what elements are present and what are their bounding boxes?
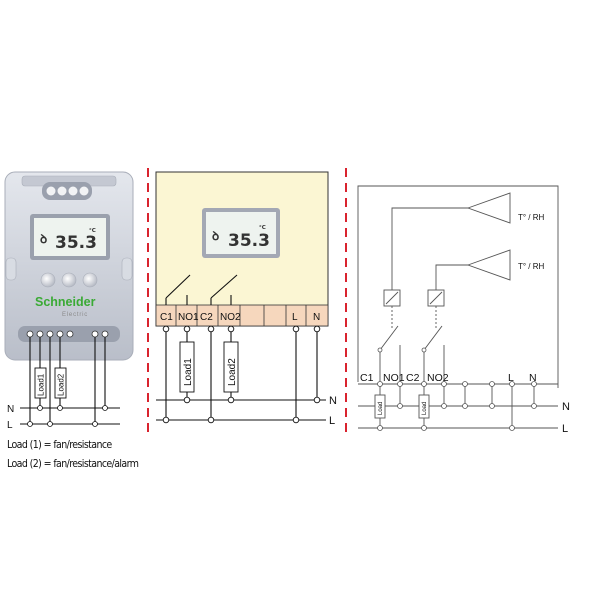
- schematic-load1-label: Load: [378, 402, 384, 415]
- device-display-value: 35.3: [55, 233, 97, 253]
- block-terminal-n: N: [313, 312, 320, 323]
- block-supply-l: L: [329, 415, 335, 427]
- sensor2-amplifier: [466, 249, 511, 281]
- schematic-terminal-no2: NO2: [427, 372, 449, 384]
- schematic-supply-n: N: [562, 401, 570, 413]
- supply-n-label: N: [7, 404, 14, 415]
- schematic-terminal-c2: C2: [406, 372, 420, 384]
- block-lcd: [206, 212, 276, 254]
- block-supply-n: N: [329, 395, 337, 407]
- schematic-frame: [357, 185, 559, 388]
- fan-icon: ꝺ: [40, 232, 47, 246]
- block-fan-icon: ꝺ: [212, 229, 219, 243]
- led-strip: [42, 182, 92, 200]
- block-terminal-row: [155, 304, 329, 327]
- block-load2-box: [223, 341, 239, 393]
- device-display-unit: °C: [89, 228, 96, 234]
- load1-label: Load1: [37, 373, 46, 396]
- block-display-value: 35.3: [228, 231, 270, 251]
- panel-schematic: T° / RH T° / RH: [357, 185, 570, 435]
- sensor2-label: T° / RH: [518, 262, 545, 271]
- block-terminal-c1: C1: [160, 312, 173, 323]
- brand-sub: Electric: [62, 312, 88, 318]
- block-load2-label: Load2: [227, 358, 238, 386]
- note-load1: Load (1) = fan/resistance: [7, 439, 112, 451]
- block-display-unit: °C: [259, 225, 266, 231]
- block-terminal-no2: NO2: [220, 312, 241, 323]
- load1-box: [34, 367, 47, 399]
- lcd-screen: [34, 218, 106, 256]
- block-terminal-l: L: [292, 312, 298, 323]
- block-load1-box: [179, 341, 195, 393]
- schematic-load1-box: [374, 394, 386, 419]
- load2-label: Load2: [57, 373, 66, 396]
- button-right[interactable]: [82, 272, 98, 288]
- schematic-terminal-l: L: [508, 372, 514, 384]
- sensor1-label: T° / RH: [518, 213, 545, 222]
- block-load1-label: Load1: [183, 358, 194, 386]
- panel-device-photo: ꝺ 35.3 °C Schneider Electric: [4, 171, 139, 470]
- supply-l-label: L: [7, 420, 13, 431]
- schematic-terminal-no1: NO1: [383, 372, 405, 384]
- schematic-load2-label: Load: [422, 402, 428, 415]
- schematic-terminal-n: N: [529, 372, 537, 384]
- panel-block-diagram: ꝺ 35.3 °C C1 NO1 C2 NO2 L N: [155, 171, 337, 427]
- schematic-load2-box: [418, 394, 430, 419]
- button-left[interactable]: [40, 272, 56, 288]
- brand-logo: Schneider: [35, 295, 96, 309]
- block-terminal-no1: NO1: [178, 312, 199, 323]
- schematic-supply-l: L: [562, 423, 568, 435]
- note-load2: Load (2) = fan/resistance/alarm: [7, 458, 139, 470]
- block-terminal-c2: C2: [200, 312, 213, 323]
- sensor1-amplifier: [466, 192, 511, 224]
- schematic-terminal-c1: C1: [360, 372, 374, 384]
- button-middle[interactable]: [61, 272, 77, 288]
- load2-box: [54, 367, 67, 399]
